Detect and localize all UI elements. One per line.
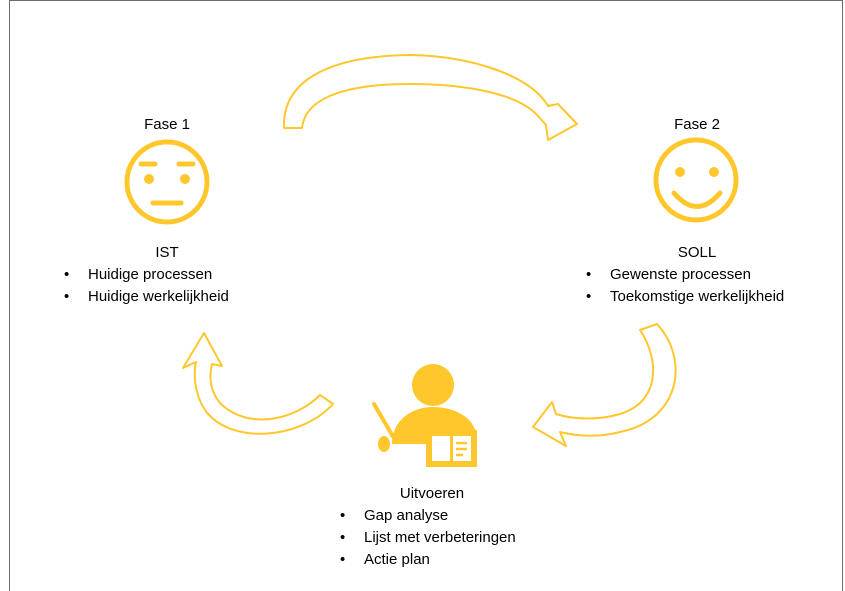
list-item: Gewenste processen xyxy=(584,264,784,286)
execute-heading: Uitvoeren xyxy=(399,485,465,502)
phase2-heading: SOLL xyxy=(677,244,717,261)
phase1-list: Huidige processen Huidige werkelijkheid xyxy=(62,264,229,308)
list-item: Toekomstige werkelijkheid xyxy=(584,286,784,308)
execute-list: Gap analyse Lijst met verbeteringen Acti… xyxy=(338,505,516,571)
slide-frame xyxy=(9,0,843,591)
arrow-left-icon xyxy=(182,332,334,435)
neutral-face-icon xyxy=(124,139,210,225)
teacher-with-board-icon xyxy=(372,364,477,467)
phase2-list: Gewenste processen Toekomstige werkelijk… xyxy=(584,264,784,308)
list-item: Huidige processen xyxy=(62,264,229,286)
phase2-title: Fase 2 xyxy=(674,116,720,133)
list-item: Lijst met verbeteringen xyxy=(338,527,516,549)
list-item: Huidige werkelijkheid xyxy=(62,286,229,308)
arrow-right-icon xyxy=(532,323,677,447)
phase1-heading: IST xyxy=(155,244,179,261)
arrow-top-icon xyxy=(282,54,578,141)
smiley-face-icon xyxy=(653,137,739,223)
list-item: Gap analyse xyxy=(338,505,516,527)
phase1-title: Fase 1 xyxy=(144,116,190,133)
list-item: Actie plan xyxy=(338,549,516,571)
